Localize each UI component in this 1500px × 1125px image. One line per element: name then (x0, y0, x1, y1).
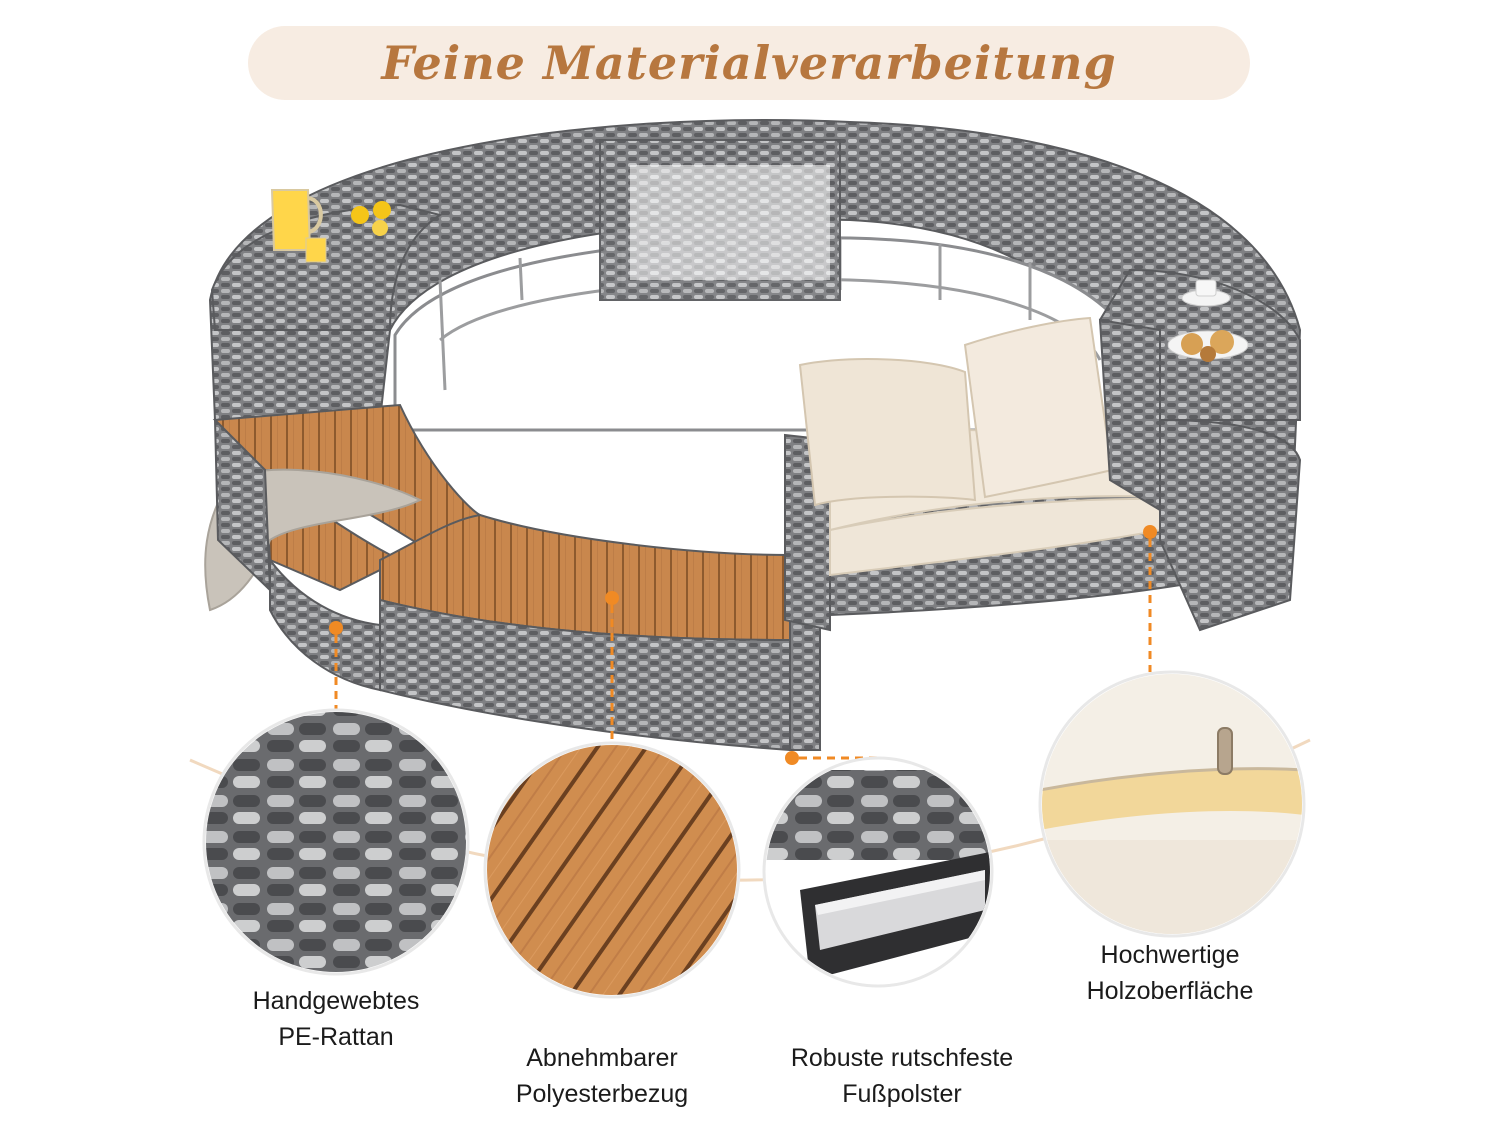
detail-cushion-circle (1038, 670, 1306, 938)
callout-dot-wood (605, 591, 619, 605)
pillow-left (798, 358, 977, 507)
feature-label-feet: Robuste rutschfeste Fußpolster (752, 1040, 1052, 1112)
juice-jug-icon (270, 189, 312, 251)
callout-dot-rattan (329, 621, 343, 635)
callout-dot-cushion (1143, 525, 1157, 539)
callout-dot-feet (785, 751, 799, 765)
detail-feet-circle (762, 756, 994, 988)
feature-label-cover: Abnehmbarer Polyesterbezug (462, 1040, 742, 1112)
juice-glass-icon (305, 237, 327, 263)
feature-label-feet-line2: Fußpolster (842, 1080, 962, 1108)
detail-rattan-circle (202, 708, 470, 976)
feature-label-cover-line2: Polyesterbezug (515, 1080, 689, 1108)
title-banner (248, 26, 1250, 100)
cushioned-seat (784, 316, 1302, 632)
feature-label-wood-surface-line1: Hochwertige (1100, 941, 1240, 969)
lemon-icon (351, 206, 369, 224)
feature-label-feet-line1: Robuste rutschfeste (790, 1044, 1014, 1072)
zipper-pull-icon (1217, 727, 1233, 775)
feature-label-rattan-line1: Handgewebtes (252, 987, 420, 1015)
detail-wood-circle (483, 741, 741, 999)
wooden-bench (204, 403, 822, 751)
feature-label-rattan-line2: PE-Rattan (278, 1023, 394, 1051)
side-table-left (210, 189, 443, 331)
feature-label-cover-line1: Abnehmbarer (526, 1044, 678, 1072)
pillow-right (963, 316, 1114, 499)
page-title: Feine Materialverarbeitung (381, 36, 1117, 90)
feature-label-rattan: Handgewebtes PE-Rattan (196, 983, 476, 1055)
feature-label-wood-surface: Hochwertige Holzoberfläche (1030, 937, 1310, 1009)
feature-label-wood-surface-line2: Holzoberfläche (1086, 977, 1254, 1005)
